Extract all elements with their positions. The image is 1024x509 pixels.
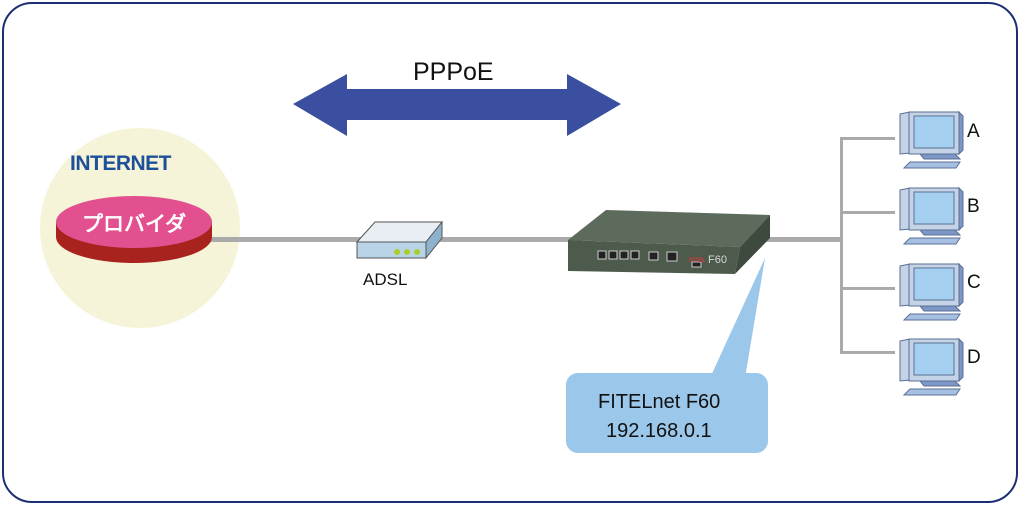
internet-label: INTERNET	[70, 152, 172, 175]
lan-trunk-line	[760, 237, 842, 242]
lan-branch-a	[840, 137, 895, 140]
router-model-badge: F60	[708, 254, 727, 266]
provider-disk	[56, 196, 212, 263]
pppoe-label: PPPoE	[413, 58, 494, 86]
callout-pointer	[710, 258, 765, 378]
router-icon: FITEL F60	[568, 210, 770, 274]
client-label-b: B	[967, 196, 980, 217]
lan-branch-d	[840, 351, 895, 354]
computer-icon-a	[899, 110, 964, 169]
router-name-label: FITELnet F60	[598, 391, 721, 413]
computer-icon-d	[899, 337, 964, 396]
router-brand-badge: FITEL	[689, 258, 706, 264]
adsl-modem-icon	[355, 220, 444, 260]
client-label-c: C	[967, 272, 981, 293]
callout-box	[566, 373, 768, 453]
provider-label: プロバイダ	[82, 212, 187, 236]
client-label-a: A	[967, 121, 980, 142]
adsl-label: ADSL	[363, 270, 408, 289]
computer-icon-c	[899, 262, 964, 321]
lan-branch-b	[840, 211, 895, 214]
lan-bus-line	[840, 137, 843, 354]
client-label-d: D	[967, 347, 981, 368]
lan-branch-c	[840, 287, 895, 290]
pppoe-double-arrow	[293, 74, 621, 136]
router-ip-label: 192.168.0.1	[606, 420, 712, 442]
computer-icon-b	[899, 186, 964, 245]
